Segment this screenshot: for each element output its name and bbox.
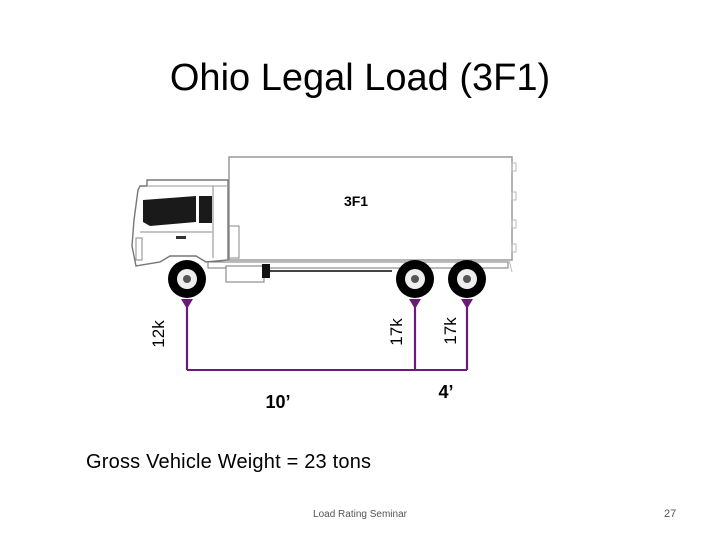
truck-cab [131, 179, 240, 267]
page-number: 27 [664, 508, 677, 520]
rear-wheel-2 [448, 260, 486, 298]
truck-chassis [207, 261, 509, 283]
gross-vehicle-weight: Gross Vehicle Weight = 23 tons [86, 451, 372, 473]
spacing-rear-axles: 4’ [438, 382, 453, 402]
axle-load-rear-1: 17k [387, 318, 406, 346]
rear-wheel-1 [396, 260, 434, 298]
axle-arrowhead-rear-1 [409, 299, 421, 309]
footer-text: Load Rating Seminar [313, 509, 407, 520]
axle-arrowhead-front [181, 299, 193, 309]
axle-load-arrows [181, 299, 473, 371]
spacing-front-rear: 10’ [265, 392, 290, 412]
truck-label: 3F1 [344, 193, 368, 209]
cargo-box [228, 156, 517, 273]
axle-arrowhead-rear-2 [461, 299, 473, 309]
axle-load-front: 12k [149, 320, 168, 348]
slide-title: Ohio Legal Load (3F1) [169, 57, 551, 99]
axle-load-rear-2: 17k [441, 317, 460, 345]
front-wheel [168, 260, 206, 298]
